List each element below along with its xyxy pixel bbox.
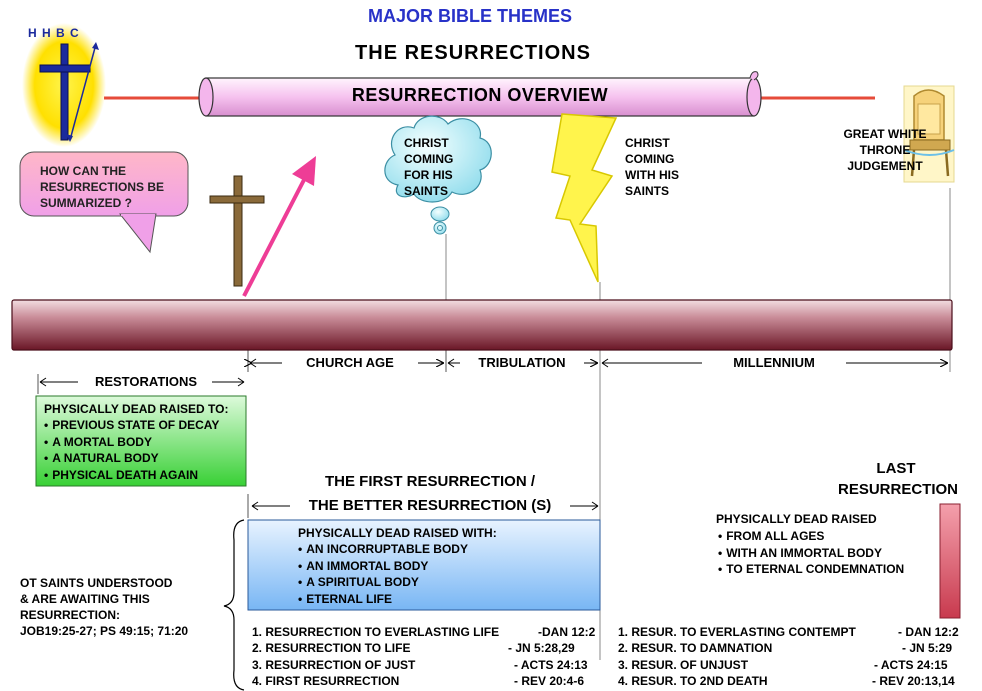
first-resurrection-title-1: THE FIRST RESURRECTION /: [324, 473, 535, 490]
first-resurrection-box: PHYSICALLY DEAD RAISED WITH: AN INCORRUP…: [298, 525, 598, 607]
logo-text: H H B C: [28, 26, 80, 40]
ot-saints-line: RESURRECTION:: [20, 608, 121, 622]
list-item: A SPIRITUAL BODY: [298, 574, 598, 591]
church-age-label: CHURCH AGE: [306, 355, 394, 370]
right-ref-text: 2. RESUR. TO DAMNATION: [618, 641, 773, 655]
ot-saints-line: JOB19:25-27; PS 49:15; 71:20: [20, 624, 189, 638]
left-ref-citation: - JN 5:28,29: [508, 641, 575, 655]
list-item: PHYSICAL DEATH AGAIN: [44, 467, 244, 484]
left-ref-citation: - ACTS 24:13: [514, 658, 588, 672]
subtitle: THE RESURRECTIONS: [355, 42, 591, 64]
rapture-label: CHRIST COMING FOR HIS SAINTS: [404, 136, 454, 198]
last-resurrection-info: PHYSICALLY DEAD RAISED FROM ALL AGES WIT…: [716, 510, 936, 578]
left-ref-text: 2. RESURRECTION TO LIFE: [252, 641, 411, 655]
left-ref-text: 3. RESURRECTION OF JUST: [252, 658, 416, 672]
ot-saints-note: OT SAINTS UNDERSTOOD & ARE AWAITING THIS…: [20, 575, 232, 639]
left-ref-citation: - REV 20:4-6: [514, 674, 585, 688]
restorations-box: PHYSICALLY DEAD RAISED TO: PREVIOUS STAT…: [44, 401, 244, 483]
ascension-arrow: [242, 156, 316, 297]
scroll-label: RESURRECTION OVERVIEW: [351, 85, 609, 105]
second-coming-label: CHRIST COMING WITH HIS SAINTS: [625, 136, 679, 198]
first-resurrection-heading: PHYSICALLY DEAD RAISED WITH:: [298, 526, 497, 540]
wooden-cross-icon: [209, 175, 265, 287]
left-ref-citation: -DAN 12:2: [538, 625, 596, 639]
first-resurrection-list: AN INCORRUPTABLE BODY AN IMMORTAL BODY A…: [298, 541, 598, 607]
list-item: FROM ALL AGES: [718, 528, 936, 545]
ot-saints-line: OT SAINTS UNDERSTOOD: [20, 576, 173, 590]
scroll-banner: [198, 71, 762, 117]
left-ref-text: 1. RESURRECTION TO EVERLASTING LIFE: [252, 625, 500, 639]
first-resurrection-title-2: THE BETTER RESURRECTION (S): [308, 497, 552, 514]
right-ref-text: 4. RESUR. TO 2ND DEATH: [618, 674, 768, 688]
restorations-label: RESTORATIONS: [94, 374, 198, 389]
list-item: AN INCORRUPTABLE BODY: [298, 541, 598, 558]
curly-brace: [223, 519, 245, 691]
restorations-list: PREVIOUS STATE OF DECAY A MORTAL BODY A …: [44, 417, 244, 483]
list-item: A NATURAL BODY: [44, 450, 244, 467]
right-ref-citation: - DAN 12:2: [898, 625, 959, 639]
ot-saints-line: & ARE AWAITING THIS: [20, 592, 150, 606]
list-item: A MORTAL BODY: [44, 434, 244, 451]
cloud-icon: [384, 115, 492, 235]
last-resurrection-title-2: RESURRECTION: [837, 481, 958, 498]
millennium-label: MILLENNIUM: [733, 355, 815, 370]
left-ref-text: 4. FIRST RESURRECTION: [252, 674, 400, 688]
list-item: WITH AN IMMORTAL BODY: [718, 545, 936, 562]
list-item: ETERNAL LIFE: [298, 591, 598, 608]
last-resurrection-list: FROM ALL AGES WITH AN IMMORTAL BODY TO E…: [716, 528, 936, 578]
question-text: HOW CAN THE RESURRECTIONS BE SUMMARIZED …: [40, 164, 165, 210]
right-ref-text: 1. RESUR. TO EVERLASTING CONTEMPT: [618, 625, 856, 639]
main-title: MAJOR BIBLE THEMES: [367, 6, 572, 26]
right-ref-text: 3. RESUR. OF UNJUST: [618, 658, 749, 672]
list-item: PREVIOUS STATE OF DECAY: [44, 417, 244, 434]
right-ref-citation: - REV 20:13,14: [872, 674, 955, 688]
list-item: AN IMMORTAL BODY: [298, 558, 598, 575]
last-resurrection-title-1: LAST: [876, 460, 916, 477]
hhbc-logo: [22, 23, 106, 147]
list-item: TO ETERNAL CONDEMNATION: [718, 561, 936, 578]
right-ref-citation: - ACTS 24:15: [874, 658, 948, 672]
lightning-icon: [551, 113, 618, 283]
timeline-bar: [11, 299, 953, 351]
question-bubble-shape: [19, 151, 189, 254]
right-ref-citation: - JN 5:29: [902, 641, 953, 655]
restorations-heading: PHYSICALLY DEAD RAISED TO:: [44, 402, 229, 416]
tribulation-label: TRIBULATION: [478, 355, 566, 370]
throne-icon: [903, 85, 955, 183]
great-white-throne-label: GREAT WHITE THRONE JUDGEMENT: [843, 127, 927, 173]
last-resurrection-bar: [939, 503, 961, 619]
last-resurrection-heading: PHYSICALLY DEAD RAISED: [716, 512, 877, 526]
